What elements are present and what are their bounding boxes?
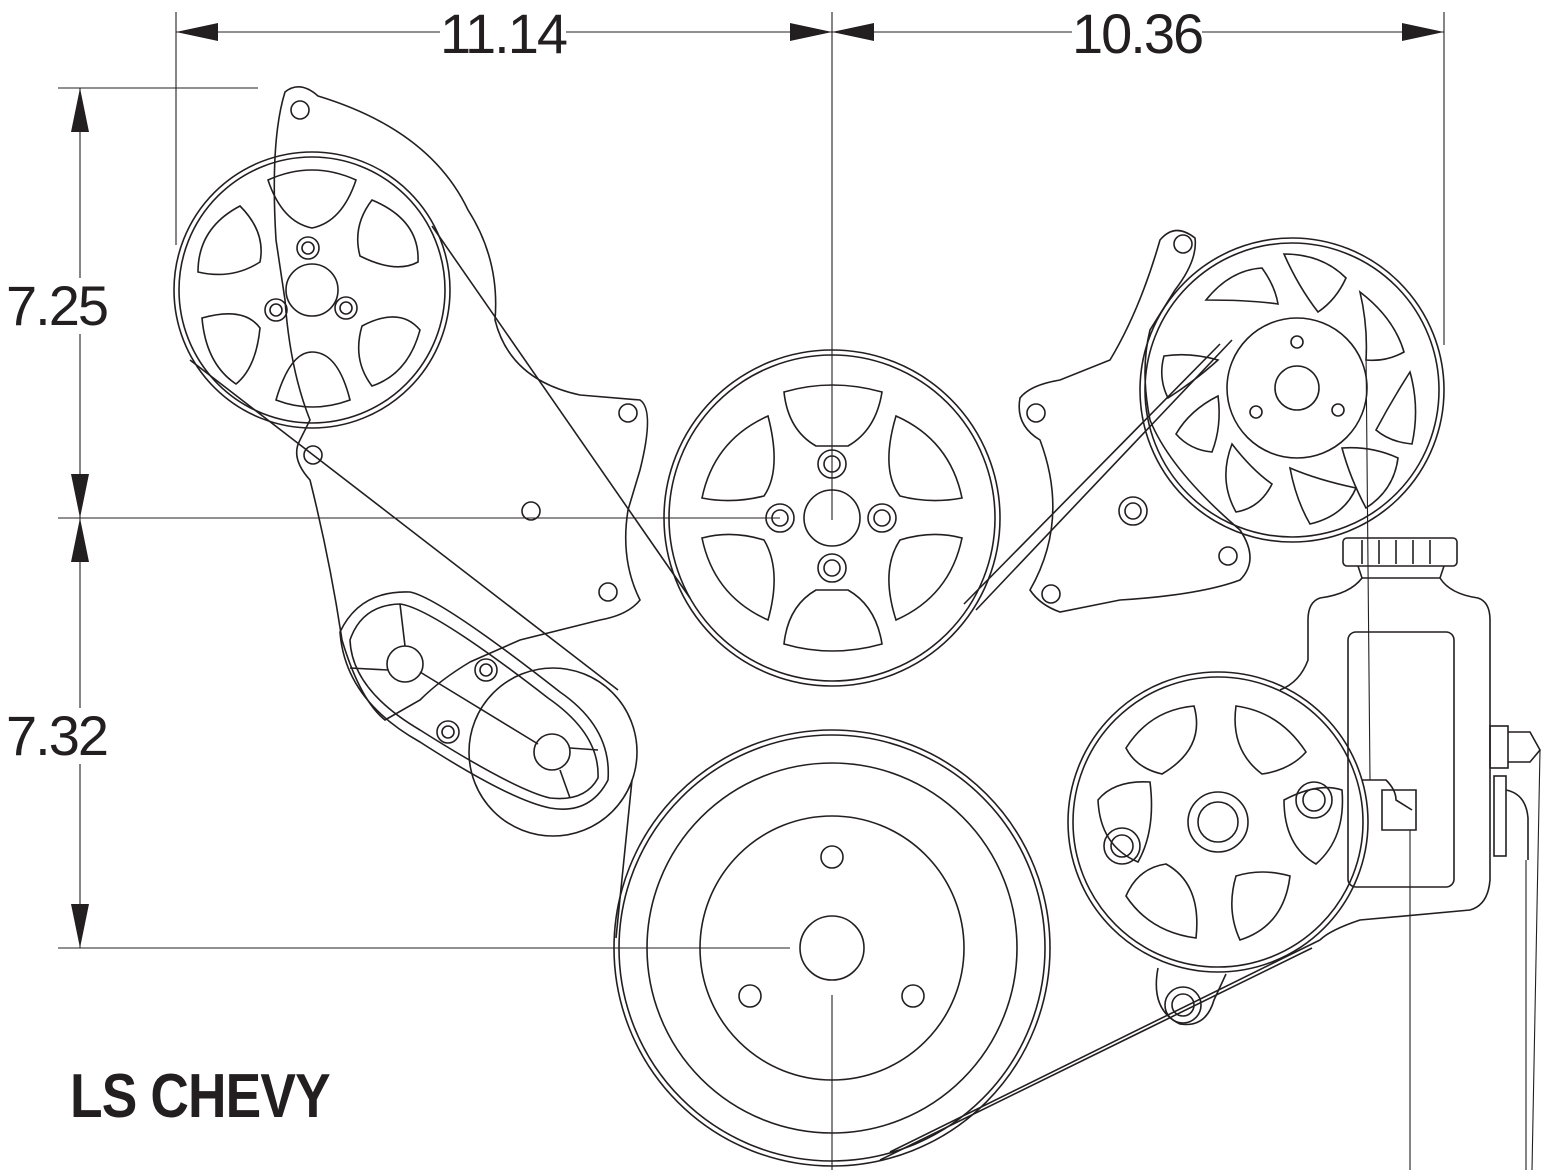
arrow-left-icon — [176, 23, 218, 41]
center-pulley — [663, 349, 1001, 687]
left-bracket — [273, 86, 649, 721]
drawing-title: LS CHEVY — [70, 1062, 331, 1131]
arrow-down-icon — [71, 904, 89, 948]
leader-lines — [1365, 349, 1541, 1170]
arrow-right-icon — [1402, 23, 1444, 41]
serpentine-belt — [189, 225, 1321, 1161]
power-steering-pump — [1067, 537, 1541, 1026]
dimension-top-left: 11.14 — [440, 2, 568, 65]
dimension-left-lower: 7.32 — [6, 704, 109, 767]
dimension-left-upper: 7.25 — [6, 274, 109, 337]
arrow-left-icon — [832, 23, 874, 41]
arrow-up-icon — [71, 88, 89, 132]
arrow-up-icon — [71, 518, 89, 562]
crank-pulley — [613, 729, 1051, 1167]
dimension-top-right: 10.36 — [1072, 2, 1204, 65]
arrow-right-icon — [790, 23, 832, 41]
idler-tensioner — [339, 591, 638, 837]
right-bracket — [1018, 229, 1251, 613]
top-left-pulley — [173, 151, 451, 429]
dimension-lines — [58, 12, 1445, 1170]
arrow-down-icon — [71, 474, 89, 518]
top-right-pulley — [1139, 237, 1445, 543]
